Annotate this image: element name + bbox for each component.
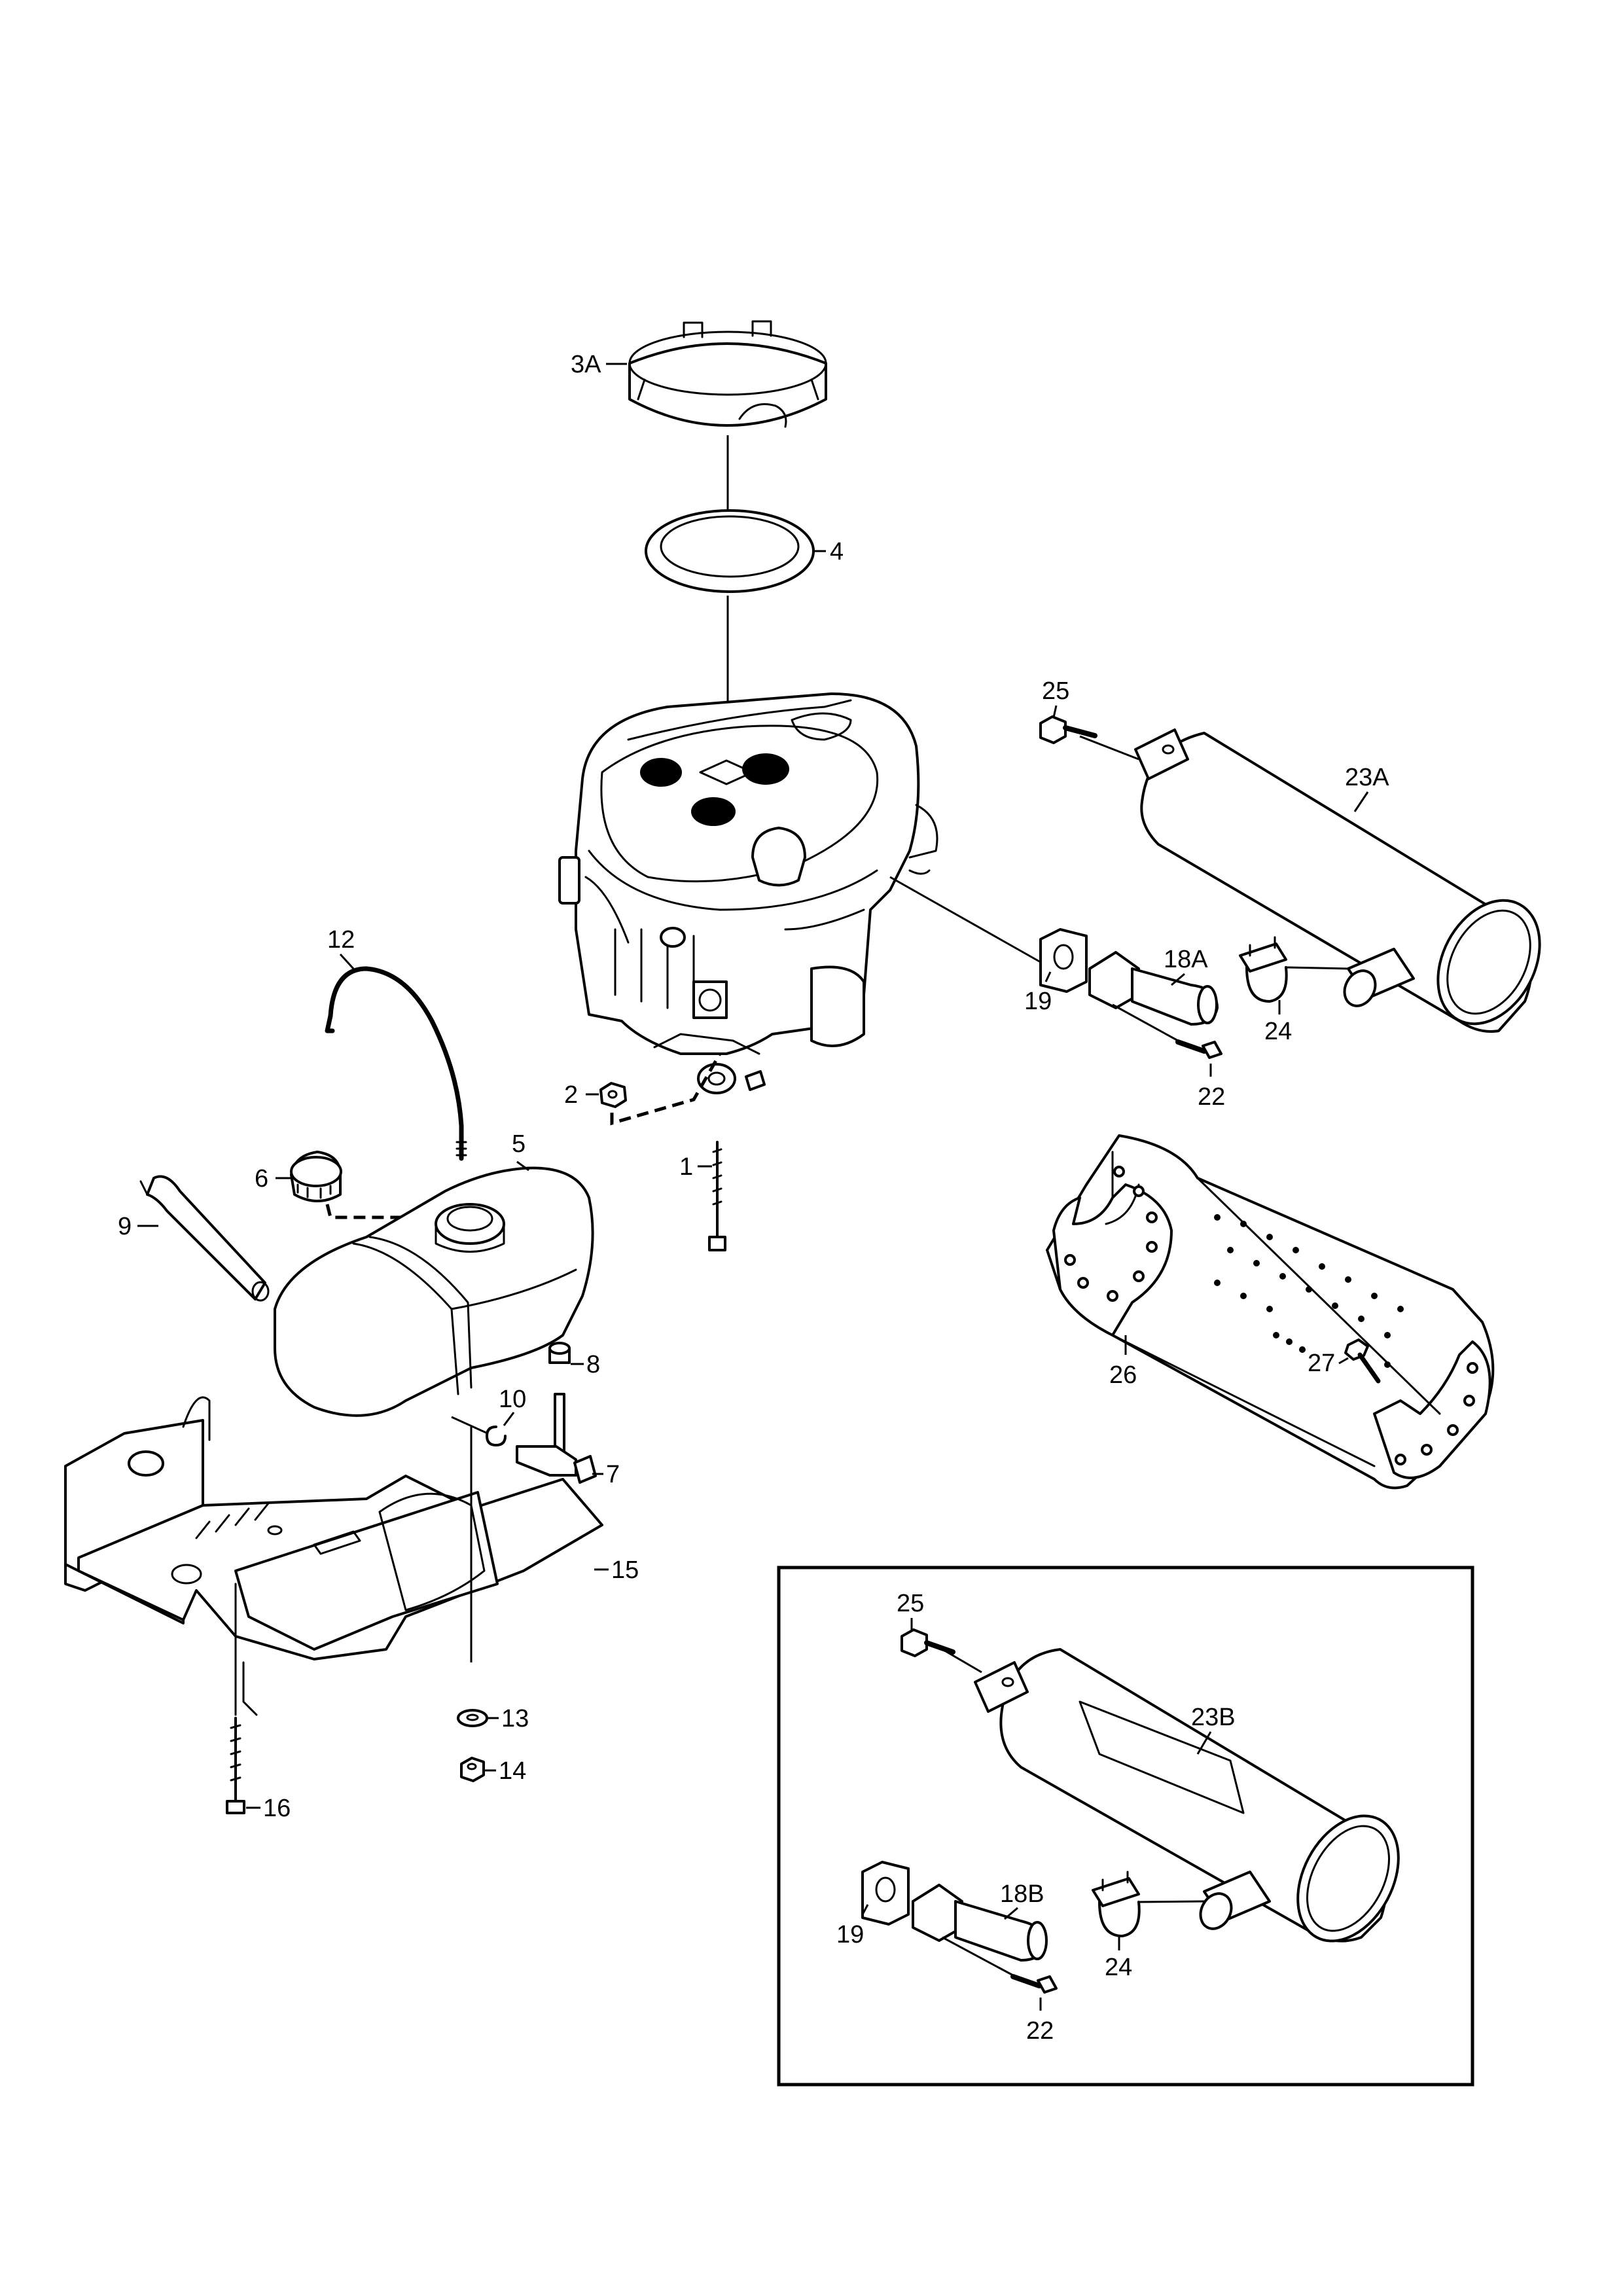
exhaust-pipe-18A [1088, 951, 1219, 1026]
callout-14: 14 [499, 1757, 526, 1785]
fuel-valve-7 [516, 1393, 597, 1484]
inset-frame [777, 1566, 1474, 2087]
callout-15: 15 [611, 1556, 639, 1584]
fuel-cap-6 [290, 1151, 342, 1202]
callout-8: 8 [586, 1351, 600, 1378]
fuel-hose-9 [139, 1175, 270, 1302]
inset-bolt-25 [901, 1628, 955, 1657]
bolt-22 [1175, 1039, 1222, 1059]
exhaust-gasket-19 [1039, 928, 1088, 993]
callout-7: 7 [606, 1461, 620, 1488]
tank-tray-15 [64, 1396, 603, 1716]
callout-13: 13 [501, 1705, 529, 1732]
callout-5: 5 [512, 1130, 526, 1158]
exhaust-pipe-18B [912, 1884, 1048, 1962]
callout-2: 2 [564, 1081, 578, 1109]
inset-callout-22: 22 [1026, 2017, 1054, 2045]
heat-shield-26 [1046, 1134, 1495, 1490]
callout-25: 25 [1042, 677, 1069, 705]
callout-24: 24 [1264, 1018, 1292, 1045]
screw-16 [226, 1717, 245, 1814]
callout-12: 12 [327, 926, 355, 954]
inset-callout-24: 24 [1105, 1954, 1132, 1981]
muffler-23A [1134, 728, 1541, 1033]
callout-16: 16 [263, 1795, 291, 1822]
engine-assembly [558, 692, 938, 1094]
callout-23A: 23A [1345, 764, 1389, 791]
callout-18B: 18B [1000, 1880, 1044, 1908]
fuel-tank-5 [274, 1166, 594, 1417]
callout-22: 22 [1198, 1083, 1225, 1111]
nut-2 [599, 1082, 627, 1108]
callout-10: 10 [499, 1386, 526, 1413]
callout-18A: 18A [1164, 946, 1208, 973]
callout-9: 9 [118, 1213, 132, 1240]
inset-callout-19: 19 [836, 1921, 864, 1948]
callout-23B: 23B [1191, 1704, 1236, 1731]
washer-13 [457, 1709, 488, 1727]
callout-6: 6 [255, 1165, 268, 1193]
callout-1: 1 [679, 1153, 693, 1181]
nut-14 [460, 1757, 485, 1782]
rod-12 [325, 966, 467, 1161]
grommet-8 [548, 1342, 571, 1364]
inset-bolt-22 [1010, 1974, 1058, 1994]
muffler-23B [974, 1648, 1400, 1943]
callout-4: 4 [830, 538, 844, 565]
clip-10 [486, 1426, 507, 1446]
filter-gasket-4 [645, 509, 815, 593]
callout-3A: 3A [571, 351, 601, 378]
inset-gasket-19 [861, 1861, 910, 1926]
bolt-27 [1344, 1338, 1381, 1384]
clamp-24 [1239, 936, 1288, 1003]
inset-clamp-24 [1092, 1871, 1141, 1937]
callout-19: 19 [1024, 988, 1052, 1015]
inset-callout-25: 25 [897, 1590, 924, 1617]
bolt-25 [1039, 715, 1097, 744]
callout-27: 27 [1308, 1350, 1335, 1377]
air-cleaner-cover-3A [628, 320, 827, 428]
bolt-1 [708, 1141, 726, 1251]
callout-26: 26 [1109, 1361, 1137, 1389]
